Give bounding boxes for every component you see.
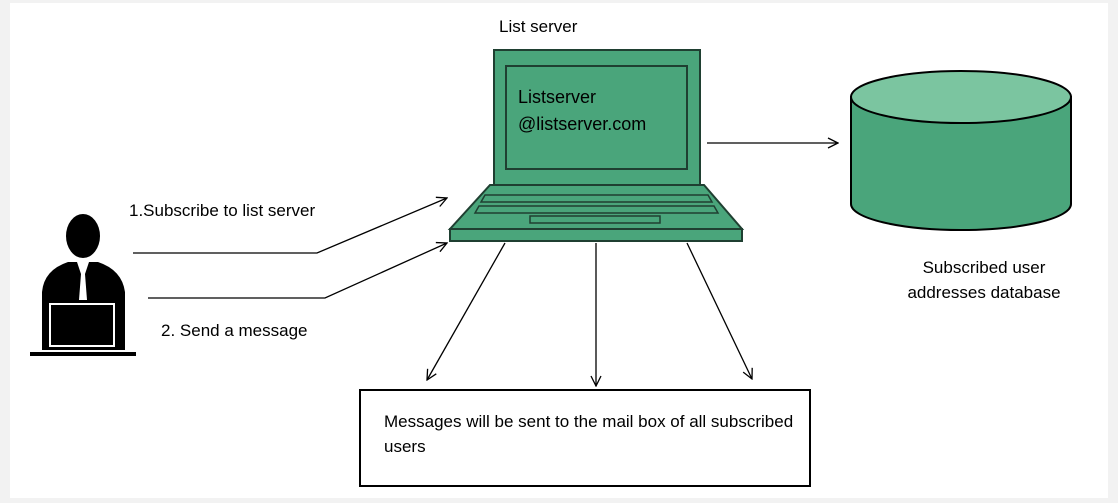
step-send-label: 2. Send a message [161,321,308,340]
messages-box: Messages will be sent to the mail box of… [359,389,811,487]
screen-line-2: @listserver.com [518,114,647,134]
user-at-laptop-icon [30,214,136,356]
database-caption-line-2: addresses database [907,283,1061,302]
server-title: List server [499,17,578,36]
arrow-message-left [427,242,506,380]
database-caption-line-1: Subscribed user [922,258,1046,277]
database-caption: Subscribed user addresses database [884,255,1084,305]
connectors [133,143,838,386]
step-subscribe-label: 1.Subscribe to list server [129,201,316,220]
arrow-message-right [686,242,752,379]
arrow-subscribe [133,198,447,254]
screen-line-1: Listserver [518,87,597,107]
arrow-send-message [148,243,447,299]
database-cylinder-icon [850,70,1072,231]
screen-label: Listserver @listserver.com [518,84,646,138]
laptop-icon [447,49,745,242]
messages-text: Messages will be sent to the mail box of… [384,412,794,456]
